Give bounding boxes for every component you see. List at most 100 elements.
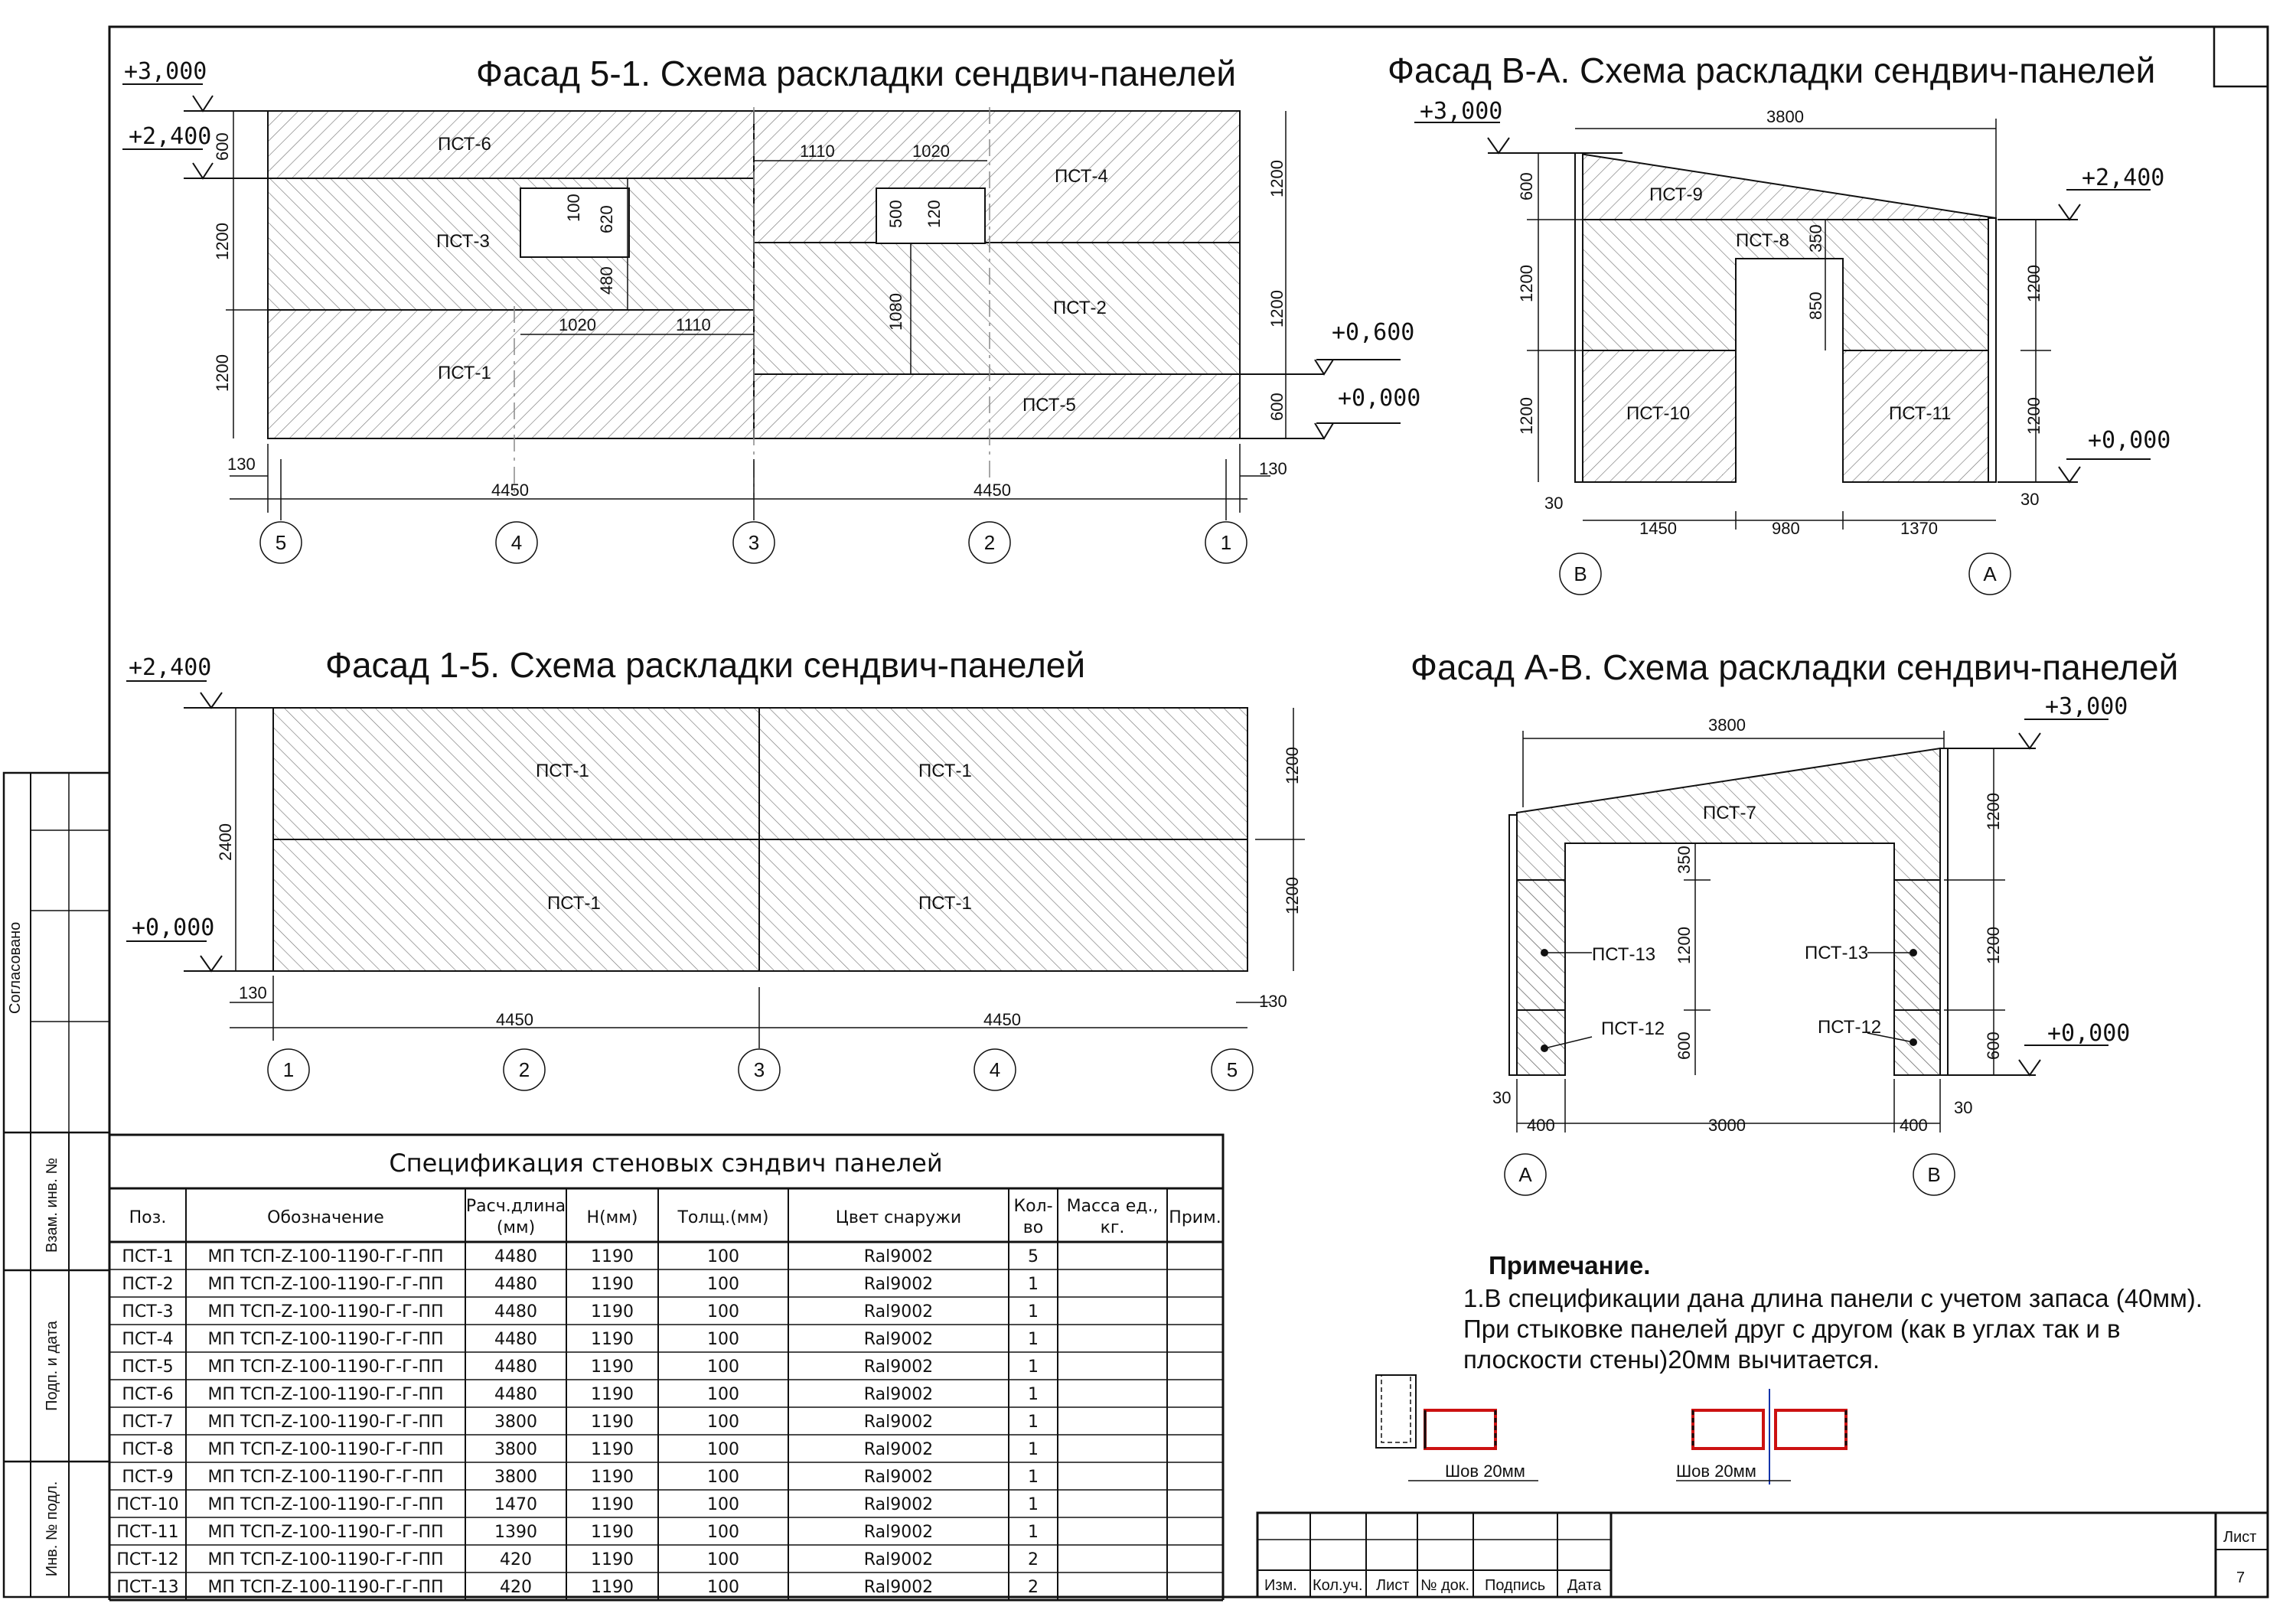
panel-pst13-right [1893, 879, 1941, 1011]
dim-1020-top: 1020 [912, 142, 950, 161]
spec-cell-r0-c0: ПСТ-1 [122, 1247, 173, 1266]
spec-cell-r1-c1: МП ТСП-Z-100-1190-Г-Г-ПП [207, 1275, 443, 1294]
stamp-kol: Кол.уч. [1313, 1577, 1363, 1594]
dim-1200-fab-a: 1200 [1984, 793, 2003, 830]
dim-1370-fba: 1370 [1900, 519, 1938, 538]
label-pst6: ПСТ-6 [438, 134, 491, 155]
dim-1200-fba-b: 1200 [1517, 397, 1536, 435]
spec-cell-r11-c1: МП ТСП-Z-100-1190-Г-Г-ПП [207, 1550, 443, 1569]
spec-cell-r4-c2: 4480 [494, 1357, 537, 1377]
dim-600-fab-c: 600 [1984, 1031, 2003, 1060]
spec-header-6-a: Кол- [1013, 1197, 1052, 1216]
spec-cell-r6-c2: 3800 [494, 1413, 537, 1432]
dim-850-fba: 850 [1806, 292, 1825, 320]
dim-3000-fab: 3000 [1708, 1116, 1746, 1135]
stamp-list: Лист [1376, 1577, 1409, 1594]
axis-a-fba: А [1983, 562, 1997, 585]
dim-620: 620 [597, 205, 616, 233]
panel-pst1-tr [758, 707, 1248, 840]
dim-4450-a-f51: 4450 [491, 481, 529, 500]
spec-cell-r5-c2: 4480 [494, 1385, 537, 1404]
seam-label-1: Шов 20мм [1445, 1462, 1525, 1481]
spec-cell-r5-c4: 100 [707, 1385, 739, 1404]
label-pst4: ПСТ-4 [1055, 166, 1108, 187]
dim-1200-f15-b: 1200 [1283, 877, 1302, 914]
dim-3800-fab: 3800 [1708, 715, 1746, 735]
dim-30-right-fab: 30 [1954, 1098, 1972, 1117]
spec-header-6-b: во [1023, 1218, 1043, 1237]
level-0000-fab: +0,000 [2047, 1020, 2130, 1047]
note-block: Примечание. 1.В спецификации дана длина … [1375, 1251, 2203, 1484]
spec-table: Спецификация стеновых сэндвич панелей По… [108, 1133, 1225, 1602]
panel-pst3 [267, 178, 755, 311]
dim-1200-fba-c: 1200 [2024, 265, 2043, 302]
spec-header-8: Прим. [1169, 1208, 1221, 1227]
label-pst11: ПСТ-11 [1889, 403, 1951, 424]
dim-1080: 1080 [886, 293, 905, 331]
spec-cell-r0-c1: МП ТСП-Z-100-1190-Г-Г-ПП [207, 1247, 443, 1266]
spec-cell-r4-c0: ПСТ-5 [122, 1357, 173, 1377]
sheet-frame [2, 25, 2269, 1599]
spec-cell-r12-c1: МП ТСП-Z-100-1190-Г-Г-ПП [207, 1578, 443, 1597]
note-line3: плоскости стены)20мм вычитается. [1463, 1345, 1880, 1374]
stamp-data: Дата [1567, 1577, 1602, 1594]
facade-1-5: Фасад 1-5. Схема раскладки сендвич-панел… [126, 645, 1305, 1091]
spec-cell-r12-c3: 1190 [591, 1578, 634, 1597]
spec-cell-r5-c3: 1190 [591, 1385, 634, 1404]
facade-a-b-title: Фасад А-В. Схема раскладки сендвич-панел… [1411, 647, 2178, 687]
level-3000-f51: +3,000 [124, 58, 207, 85]
spec-cell-r3-c4: 100 [707, 1330, 739, 1349]
spec-cell-r8-c5: Ral9002 [864, 1468, 933, 1487]
facade-1-5-title: Фасад 1-5. Схема раскладки сендвич-панел… [325, 645, 1085, 685]
note-line2: При стыковке панелей друг с другом (как … [1463, 1315, 2121, 1343]
stamp-podp: Подпись [1485, 1577, 1545, 1594]
label-pst1-br: ПСТ-1 [918, 893, 972, 914]
spec-cell-r3-c2: 4480 [494, 1330, 537, 1349]
label-pst12-right: ПСТ-12 [1818, 1017, 1881, 1038]
label-pst10: ПСТ-10 [1626, 403, 1690, 424]
spec-cell-r9-c3: 1190 [591, 1495, 634, 1514]
dim-1200-right-b: 1200 [1267, 290, 1287, 328]
spec-cell-r9-c6: 1 [1028, 1495, 1039, 1514]
spec-header-4: Толщ.(мм) [677, 1208, 768, 1227]
panel-pst12-right [1893, 1009, 1941, 1076]
dim-30-left-fba: 30 [1544, 494, 1563, 513]
panel-pst4 [753, 110, 1241, 243]
dim-1200-f15-a: 1200 [1283, 747, 1302, 784]
dim-980-fba: 980 [1772, 519, 1800, 538]
dim-1200-fab-b: 1200 [1984, 927, 2003, 964]
facade-b-a-title: Фасад В-А. Схема раскладки сендвич-панел… [1388, 51, 2155, 90]
spec-cell-r2-c3: 1190 [591, 1302, 634, 1322]
window-right [876, 187, 986, 244]
axis-2-f51: 2 [984, 531, 995, 554]
spec-header-3: H(мм) [587, 1208, 638, 1227]
spec-cell-r6-c3: 1190 [591, 1413, 634, 1432]
panel-pst6 [267, 110, 755, 179]
spec-header-0: Поз. [129, 1208, 167, 1227]
spec-cell-r11-c6: 2 [1028, 1550, 1039, 1569]
dim-1200-fba-a: 1200 [1517, 265, 1536, 302]
dim-600-fab-mid: 600 [1675, 1031, 1694, 1060]
facade-5-1-title: Фасад 5-1. Схема раскладки сендвич-панел… [476, 54, 1236, 93]
dim-1110-bot: 1110 [676, 315, 711, 334]
spec-cell-r9-c5: Ral9002 [864, 1495, 933, 1514]
spec-cell-r10-c6: 1 [1028, 1523, 1039, 1542]
spec-cell-r9-c4: 100 [707, 1495, 739, 1514]
spec-cell-r2-c4: 100 [707, 1302, 739, 1322]
spec-cell-r3-c3: 1190 [591, 1330, 634, 1349]
spec-cell-r0-c5: Ral9002 [864, 1247, 933, 1266]
dim-1450-fba: 1450 [1639, 519, 1677, 538]
dim-1200-left-a: 1200 [213, 223, 232, 260]
axis-b-fba: В [1574, 562, 1587, 585]
sidebar-podp: Подп. и дата [44, 1320, 60, 1411]
axis-5-f15: 5 [1227, 1058, 1238, 1081]
spec-cell-r7-c3: 1190 [591, 1440, 634, 1459]
spec-cell-r7-c2: 3800 [494, 1440, 537, 1459]
panel-pst1-tl [272, 707, 760, 840]
panel-pst1-row [267, 309, 755, 439]
panel-pst13-left [1516, 879, 1566, 1011]
dim-1020-bot: 1020 [559, 315, 596, 334]
spec-cell-r1-c5: Ral9002 [864, 1275, 933, 1294]
level-0000-f51: +0,000 [1338, 385, 1420, 412]
spec-cell-r10-c3: 1190 [591, 1523, 634, 1542]
